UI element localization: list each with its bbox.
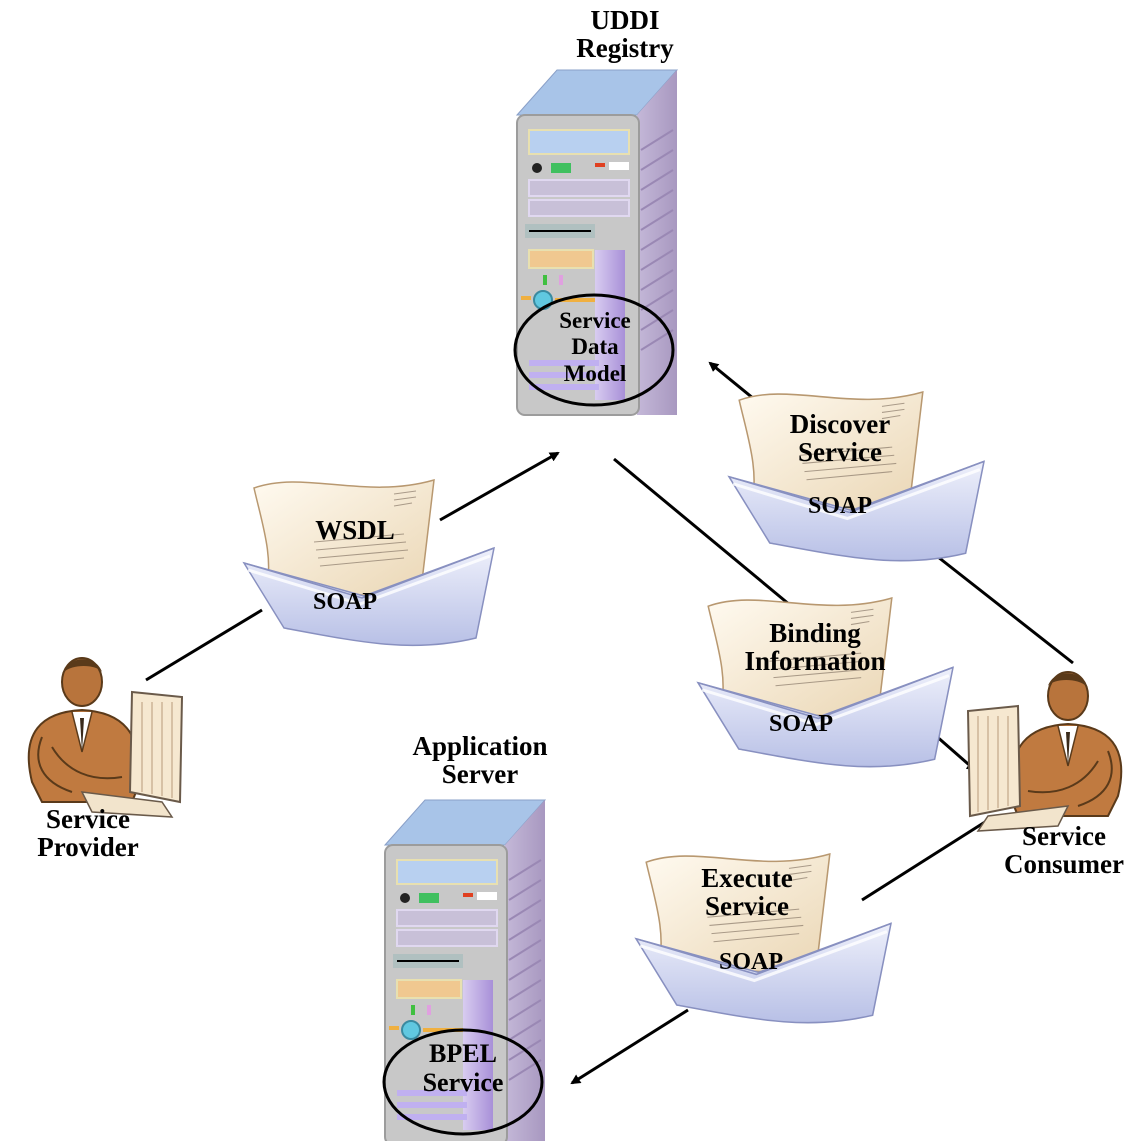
uddi-registry-title-line1: UDDI (590, 5, 660, 35)
application-server-title-line2: Server (441, 759, 519, 790)
execute-service-line1: Execute (701, 863, 793, 893)
execute-to-app-server-arrow (570, 1008, 689, 1085)
bpel-service-ellipse (382, 1028, 544, 1136)
service-provider-line1: Service (46, 804, 130, 834)
discover-service-message-title: Discover Service (770, 410, 910, 467)
discover-service-message-protocol: SOAP (807, 493, 872, 519)
wsdl-envelope-icon (242, 478, 496, 647)
service-data-model-line3: Model (563, 360, 627, 386)
execute-service-message-title: Execute Service (677, 864, 817, 921)
application-server-title-line1: Application (412, 731, 548, 761)
service-consumer-line1: Service (1022, 821, 1106, 851)
uddi-registry-title: UDDI Registry (560, 6, 690, 63)
service-data-model-ellipse (513, 293, 675, 407)
service-consumer-label: Service Consumer (990, 822, 1138, 879)
binding-information-line2: Information (744, 646, 886, 677)
execute-service-line2: Service (705, 891, 789, 922)
service-provider-person-icon (27, 657, 184, 818)
discover-service-line1: Discover (789, 409, 891, 439)
binding-information-message-title: Binding Information (730, 619, 900, 676)
bpel-service-label: BPEL Service (395, 1039, 531, 1097)
application-server-title: Application Server (390, 732, 570, 789)
service-data-model-line1: Service (559, 308, 631, 333)
bpel-service-line1: BPEL (429, 1039, 497, 1068)
application-server-icon (382, 799, 546, 1141)
service-consumer-line2: Consumer (1004, 849, 1124, 880)
service-data-model-label: Service Data Model (530, 308, 660, 387)
service-data-model-line2: Data (571, 334, 619, 360)
service-consumer-person-icon (967, 671, 1123, 832)
binding-information-line1: Binding (769, 618, 861, 648)
execute-service-message-protocol: SOAP (718, 949, 783, 975)
wsdl-message-protocol: SOAP (312, 589, 377, 615)
service-provider-label: Service Provider (8, 805, 168, 862)
provider-to-wsdl-line (145, 608, 263, 682)
uddi-registry-title-line2: Registry (576, 33, 674, 64)
registry-to-binding-line (613, 457, 791, 607)
wsdl-message-title: WSDL (315, 515, 395, 545)
service-provider-line2: Provider (37, 832, 139, 863)
binding-information-message-protocol: SOAP (768, 711, 833, 737)
wsdl-to-registry-arrow (439, 451, 560, 522)
discover-service-line2: Service (798, 437, 882, 468)
consumer-to-execute-line (861, 820, 986, 902)
connection-lines (145, 361, 1074, 1085)
bpel-service-line2: Service (422, 1067, 504, 1097)
uddi-registry-server-icon (513, 69, 678, 416)
